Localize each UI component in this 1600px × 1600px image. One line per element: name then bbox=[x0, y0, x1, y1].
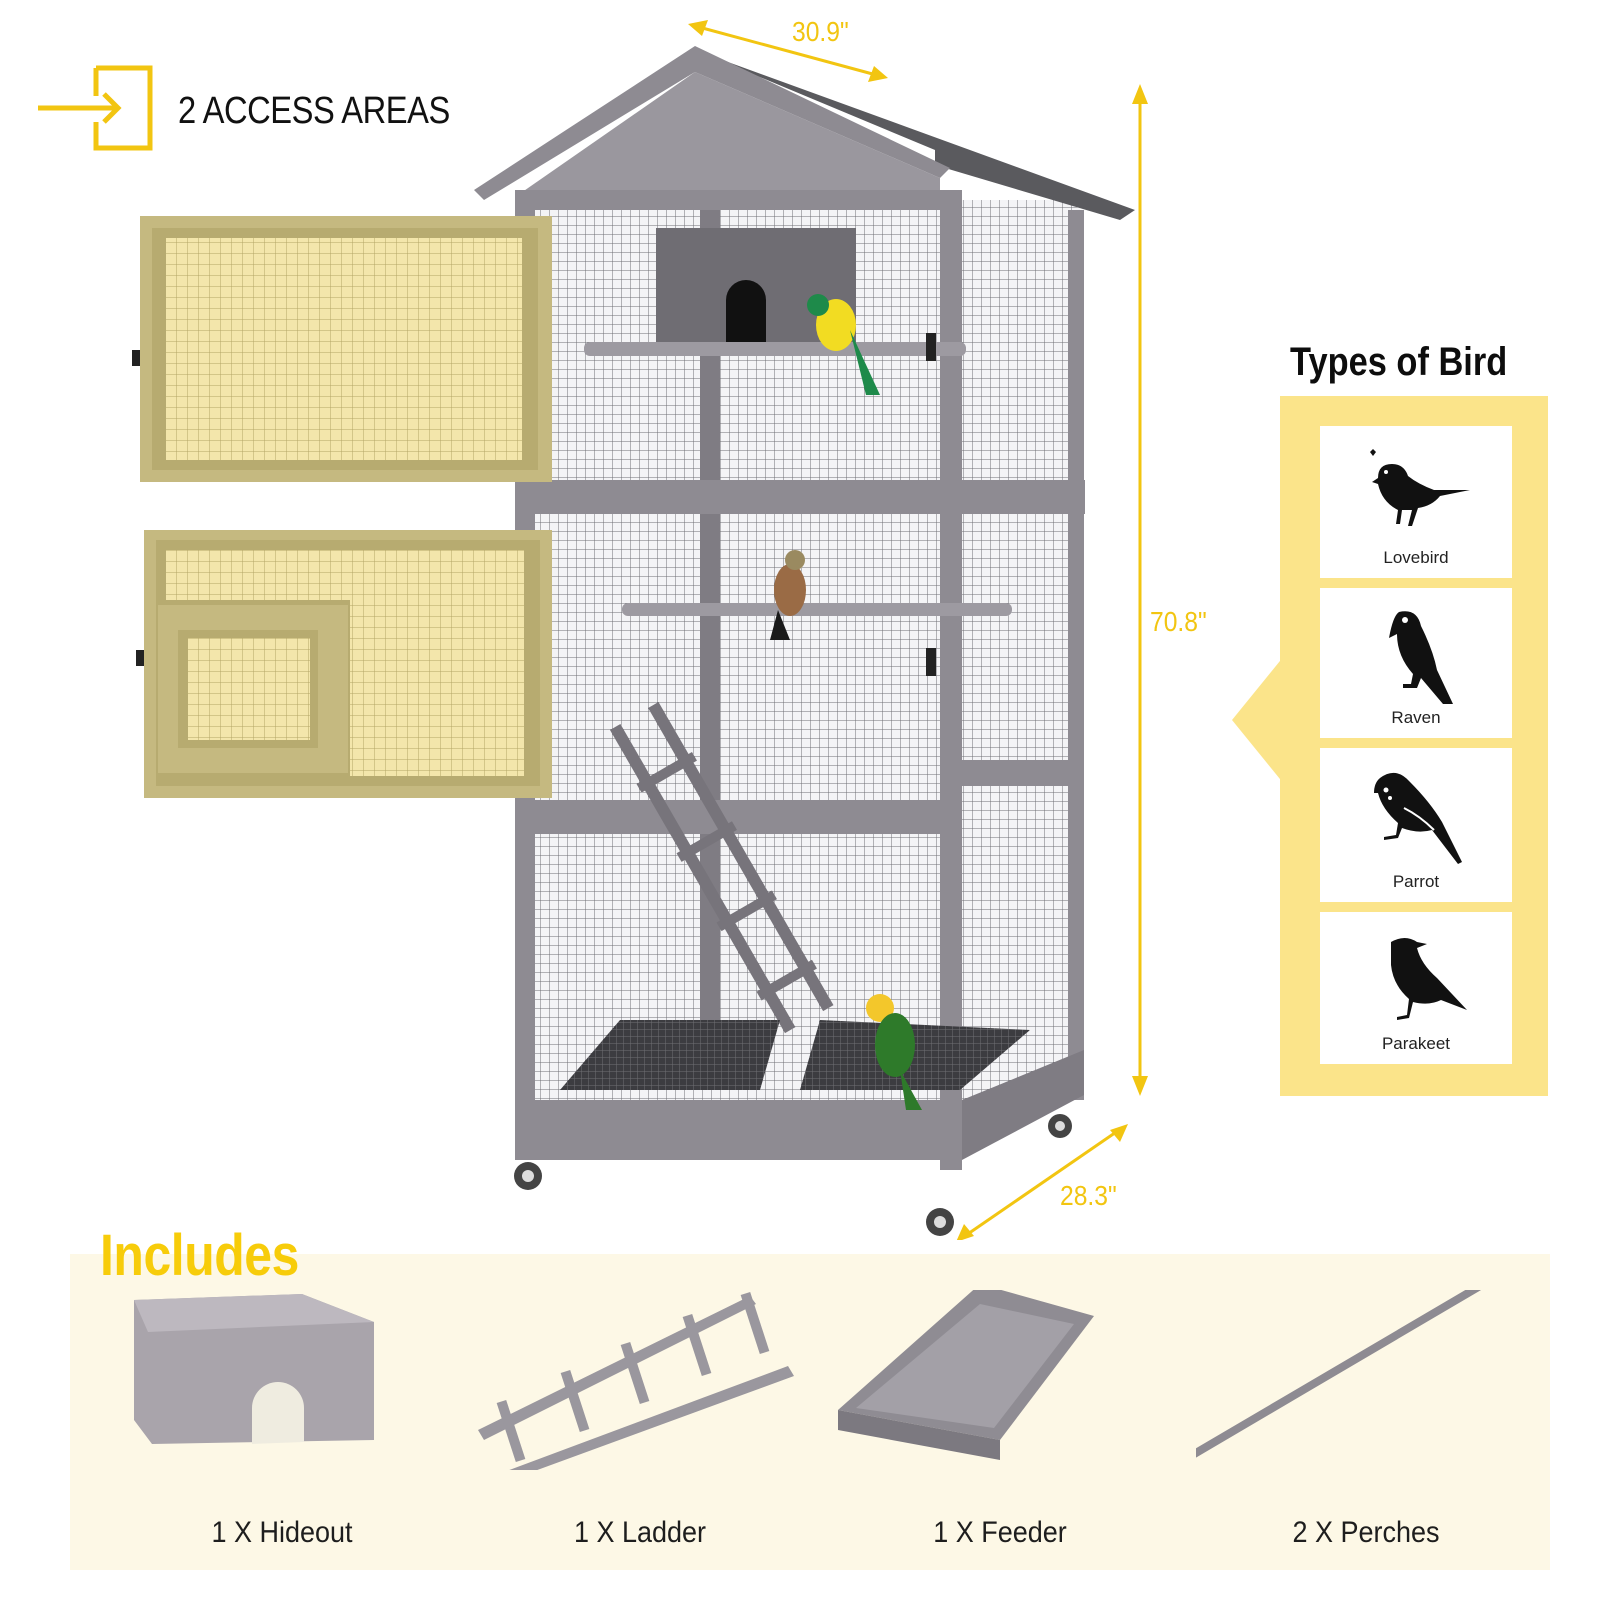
enter-door-icon bbox=[38, 65, 153, 151]
included-item-hideout: 1 X Hideout bbox=[112, 1290, 452, 1550]
bird-figure-bottom bbox=[866, 994, 922, 1110]
bird-card-lovebird: Lovebird bbox=[1320, 426, 1512, 578]
bird-name: Parrot bbox=[1392, 872, 1440, 891]
included-item-feeder: 1 X Feeder bbox=[830, 1284, 1170, 1550]
included-item-perches: 2 X Perches bbox=[1180, 1282, 1536, 1550]
bird-name: Parakeet bbox=[1381, 1034, 1451, 1053]
bird-name: Lovebird bbox=[1383, 548, 1449, 567]
lovebird-icon bbox=[1370, 449, 1470, 526]
types-of-bird-panel: Lovebird Raven Parrot Parakeet bbox=[1280, 396, 1548, 1096]
bird-card-parrot: Parrot bbox=[1320, 748, 1512, 902]
hideout-icon bbox=[134, 1294, 374, 1444]
access-areas-label: 2 ACCESS AREAS bbox=[178, 90, 450, 132]
feeder-icon bbox=[838, 1284, 1094, 1460]
raven-icon bbox=[1389, 611, 1453, 704]
perch-icon bbox=[1180, 1282, 1484, 1464]
ladder-icon bbox=[478, 1291, 794, 1480]
width-dimension-arrow bbox=[688, 20, 888, 82]
bird-card-parakeet: Parakeet bbox=[1320, 912, 1512, 1064]
parrot-icon bbox=[1374, 772, 1462, 864]
depth-dimension-label: 28.3" bbox=[1060, 1180, 1117, 1211]
included-item-ladder: 1 X Ladder bbox=[470, 1290, 810, 1550]
bird-figure-middle bbox=[770, 550, 806, 640]
upper-access-door bbox=[132, 216, 552, 482]
bird-figure-top bbox=[807, 294, 880, 395]
includes-title: Includes bbox=[100, 1223, 299, 1288]
types-panel-pointer bbox=[1232, 656, 1284, 784]
height-dimension-label: 70.8" bbox=[1150, 606, 1207, 637]
height-dimension-arrow bbox=[1132, 84, 1148, 1096]
item-label: 2 X Perches bbox=[1292, 1516, 1440, 1549]
types-of-bird-title: Types of Bird bbox=[1290, 340, 1508, 384]
item-label: 1 X Feeder bbox=[933, 1516, 1067, 1549]
width-dimension-label: 30.9" bbox=[792, 16, 849, 47]
item-label: 1 X Ladder bbox=[573, 1516, 707, 1549]
bird-card-raven: Raven bbox=[1320, 588, 1512, 738]
parakeet-icon bbox=[1391, 938, 1467, 1020]
item-label: 1 X Hideout bbox=[211, 1516, 353, 1549]
bird-name: Raven bbox=[1391, 708, 1441, 727]
lower-access-door bbox=[136, 530, 552, 798]
